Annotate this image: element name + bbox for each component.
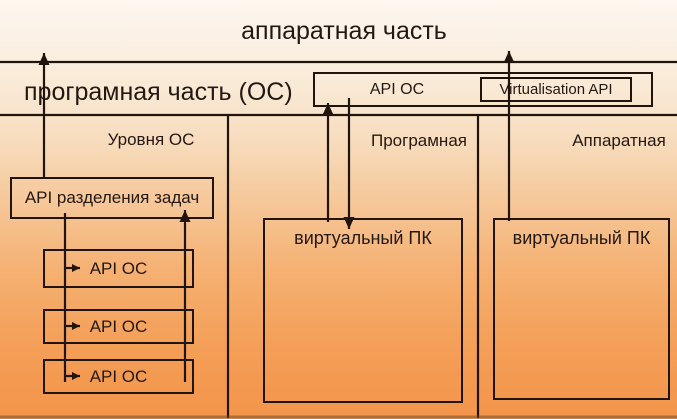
task-api-box: API разделения задач [10, 177, 214, 219]
os-api-box-3: API ОС [43, 359, 194, 394]
os-api-box-2: API ОС [43, 309, 194, 344]
hardware-layer-title: аппаратная часть [241, 17, 447, 45]
api-os-top-box [313, 72, 653, 107]
virtualisation-api-label: Virtualisation API [499, 81, 613, 98]
virtual-pc-hardware-label: виртуальный ПК [512, 228, 651, 248]
virtual-pc-box-hardware: виртуальный ПК [493, 218, 670, 400]
virtualisation-api-box: Virtualisation API [480, 77, 632, 102]
os-api-label-3: API ОС [89, 366, 148, 386]
column-header-hardware: Аппаратная [572, 131, 666, 150]
api-os-top-label: API ОС [369, 81, 425, 98]
virtual-pc-software-label: виртуальный ПК [294, 228, 432, 248]
os-api-label-2: API ОС [89, 316, 148, 336]
os-api-box-1: API ОС [43, 249, 194, 288]
virtual-pc-box-software: виртуальный ПК [263, 218, 463, 403]
task-api-label: API разделения задач [24, 188, 200, 207]
column-header-software: Програмная [371, 131, 467, 150]
software-layer-label: програмная часть (ОС) [24, 78, 293, 106]
column-header-os-level: Уровня ОС [107, 130, 195, 149]
os-api-label-1: API ОС [89, 258, 148, 278]
